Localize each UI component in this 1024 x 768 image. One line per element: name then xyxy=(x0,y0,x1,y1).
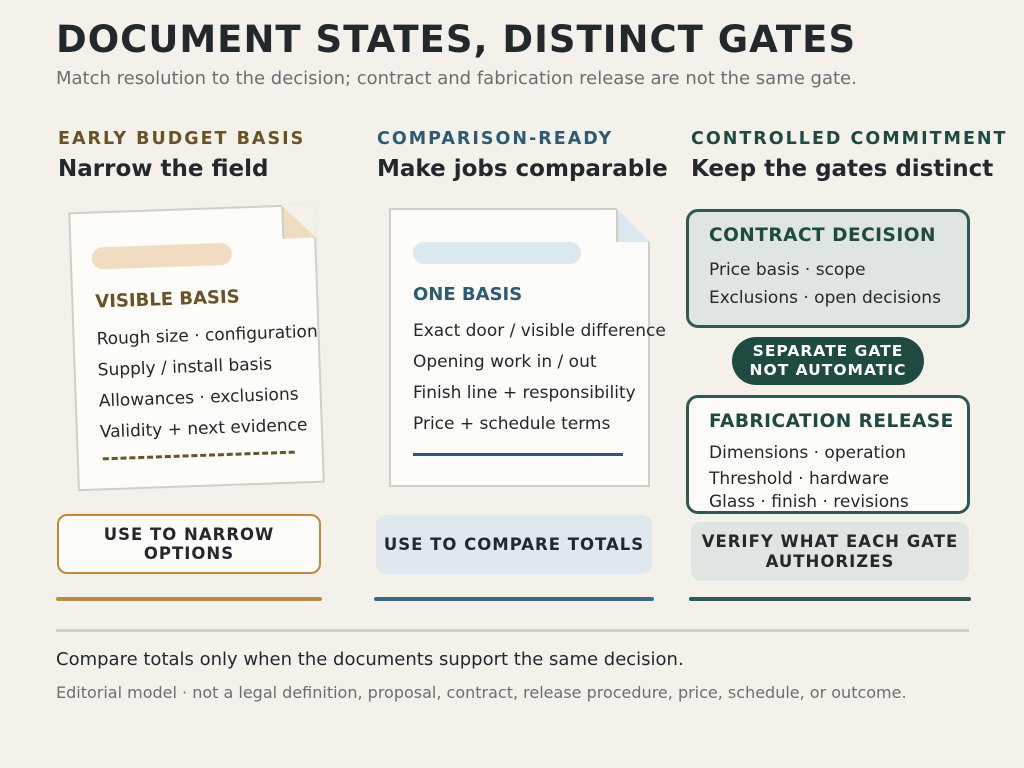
comparison-solid-divider xyxy=(413,453,623,456)
narrow-options-button[interactable]: USE TO NARROW OPTIONS xyxy=(57,514,321,574)
fabrication-release-card: FABRICATION RELEASE Dimensions · operati… xyxy=(686,395,970,514)
verify-gates-label: AUTHORIZES xyxy=(765,551,895,571)
release-line: Threshold · hardware xyxy=(709,469,890,489)
comparison-document-bar xyxy=(413,242,581,264)
comparison-rule xyxy=(374,597,654,601)
release-line: Dimensions · operation xyxy=(709,443,907,463)
comparison-line: Price + schedule terms xyxy=(413,414,611,434)
badge-line: NOT AUTOMATIC xyxy=(749,361,907,379)
footer-main-text: Compare totals only when the documents s… xyxy=(56,649,684,670)
page-subtitle: Match resolution to the decision; contra… xyxy=(56,68,857,89)
separate-gate-badge: SEPARATE GATE NOT AUTOMATIC xyxy=(732,337,924,385)
budget-document: VISIBLE BASIS Rough size · configuration… xyxy=(68,203,325,492)
verify-gates-button[interactable]: VERIFY WHAT EACH GATE AUTHORIZES xyxy=(691,522,969,581)
comparison-line: Opening work in / out xyxy=(413,352,597,372)
page-title: DOCUMENT STATES, DISTINCT GATES xyxy=(56,18,857,61)
release-line: Glass · finish · revisions xyxy=(709,492,909,512)
comparison-heading: Make jobs comparable xyxy=(377,156,668,182)
budget-line: Rough size · configuration xyxy=(96,321,319,350)
contract-line: Exclusions · open decisions xyxy=(709,288,941,308)
commitment-kicker: CONTROLLED COMMITMENT xyxy=(691,129,1008,149)
budget-heading: Narrow the field xyxy=(58,156,269,182)
compare-totals-button[interactable]: USE TO COMPARE TOTALS xyxy=(376,515,652,574)
verify-gates-label: VERIFY WHAT EACH GATE xyxy=(701,531,959,551)
footer-note: Editorial model · not a legal definition… xyxy=(56,683,907,702)
budget-dashed-divider xyxy=(102,450,295,461)
commitment-rule xyxy=(689,597,971,601)
page-fold-icon xyxy=(616,208,650,242)
fabrication-release-title: FABRICATION RELEASE xyxy=(709,411,954,432)
badge-line: SEPARATE GATE xyxy=(752,342,904,360)
page-fold-icon xyxy=(281,204,316,239)
contract-decision-title: CONTRACT DECISION xyxy=(709,225,936,246)
budget-line: Validity + next evidence xyxy=(99,415,308,443)
budget-kicker: EARLY BUDGET BASIS xyxy=(58,129,306,149)
budget-line: Supply / install basis xyxy=(97,354,273,381)
comparison-line: Finish line + responsibility xyxy=(413,383,636,403)
contract-decision-card: CONTRACT DECISION Price basis · scope Ex… xyxy=(686,209,970,328)
footer-divider xyxy=(56,629,969,632)
comparison-line: Exact door / visible difference xyxy=(413,321,666,341)
budget-document-title: VISIBLE BASIS xyxy=(94,286,240,313)
budget-line: Allowances · exclusions xyxy=(98,384,299,412)
budget-rule xyxy=(56,597,322,601)
comparison-document-title: ONE BASIS xyxy=(413,284,523,305)
comparison-document: ONE BASIS Exact door / visible differenc… xyxy=(389,208,666,487)
contract-line: Price basis · scope xyxy=(709,260,866,280)
budget-document-bar xyxy=(91,242,233,270)
commitment-heading: Keep the gates distinct xyxy=(691,156,994,182)
comparison-kicker: COMPARISON-READY xyxy=(377,129,614,149)
